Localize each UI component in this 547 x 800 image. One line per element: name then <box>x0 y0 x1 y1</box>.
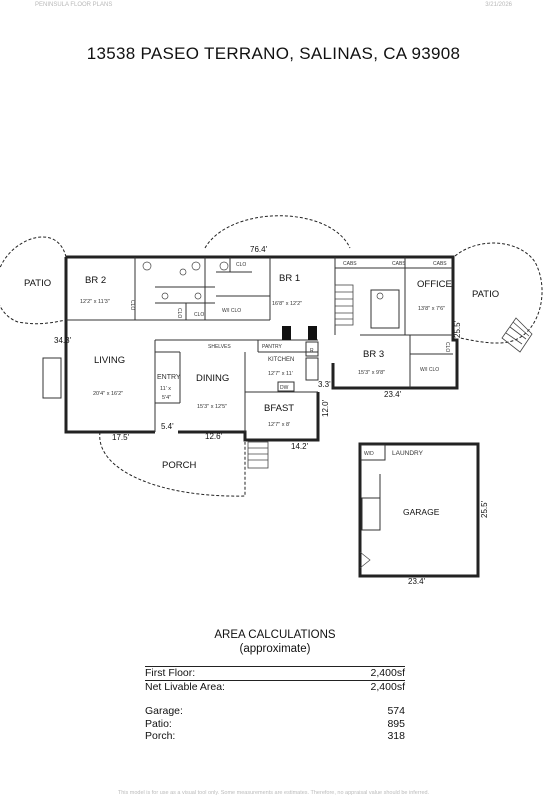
area-subtitle: (approximate) <box>239 643 311 655</box>
wi-clo-label-br1: W/I CLO <box>222 308 241 314</box>
dim-bfast-bottom: 14.2' <box>291 442 309 451</box>
entry-size-1: 11' x <box>160 386 171 392</box>
garage-label: GARAGE <box>403 507 440 517</box>
dim-garage-bottom: 23.4' <box>408 577 426 586</box>
date-label: 3/21/2026 <box>485 2 512 8</box>
cabs-label-3: CABS <box>433 261 447 267</box>
disclaimer-footer: This model is for use as a visual tool o… <box>117 790 430 796</box>
exterior-walls <box>64 255 480 578</box>
dim-porch-left: 17.5' <box>112 433 130 442</box>
dw-label: DW <box>280 385 289 391</box>
patio-outline <box>0 215 543 497</box>
patio-area-value: 895 <box>387 717 405 730</box>
clo-label-br3: CLO <box>444 342 450 352</box>
cabs-label-2: CABS <box>392 261 406 267</box>
net-livable-label: Net Livable Area: <box>145 680 225 693</box>
dim-top: 76.4' <box>250 245 268 254</box>
dim-porch-right: 12.6' <box>205 432 223 441</box>
brand-label: PENINSULA FLOOR PLANS <box>35 2 113 8</box>
entry-label: ENTRY <box>157 374 181 381</box>
porch-label: PORCH <box>162 460 196 471</box>
shelves-label: SHELVES <box>208 344 231 350</box>
wd-label: W/D <box>364 451 374 457</box>
area-title: AREA CALCULATIONS <box>214 629 336 641</box>
office-size: 13'8" x 7'6" <box>418 306 445 312</box>
dim-br3-bottom: 23.4' <box>384 390 402 399</box>
br3-size: 15'3" x 9'8" <box>358 370 385 376</box>
office-label: OFFICE <box>417 279 452 290</box>
area-calculations: AREA CALCULATIONS (approximate) First Fl… <box>145 628 405 743</box>
br1-size: 16'8" x 12'2" <box>272 301 302 307</box>
room-labels: PATIO PATIO BR 2 12'2" x 11'3" BR 1 16'8… <box>24 273 499 517</box>
wi-clo-label-br3: W/I CLO <box>420 367 439 373</box>
bfast-size: 12'7" x 8' <box>268 422 290 428</box>
clo-label-bath: CLO <box>176 308 182 318</box>
dim-entry-width: 5.4' <box>161 422 174 431</box>
patio-area-label: Patio: <box>145 717 172 730</box>
feature-labels: CLO CLO W/I CLO W/I CLO CABS CABS CABS S… <box>129 261 450 457</box>
dining-size: 15'3" x 12'5" <box>197 404 227 410</box>
first-floor-value: 2,400sf <box>370 667 405 679</box>
patio-left-label: PATIO <box>24 278 51 289</box>
br1-label: BR 1 <box>279 273 300 284</box>
patio-row: Patio: 895 <box>145 718 405 731</box>
stairs <box>247 284 533 469</box>
dining-label: DINING <box>196 373 229 384</box>
clo-label-br2: CLO <box>129 300 135 310</box>
porch-area-label: Porch: <box>145 730 176 742</box>
property-address: 13538 PASEO TERRANO, SALINAS, CA 93908 <box>86 44 461 63</box>
laundry-label: LAUNDRY <box>392 450 424 457</box>
kitchen-label: KITCHEN <box>268 357 294 363</box>
porch-area-value: 318 <box>387 730 405 742</box>
dim-garage-side: 25.5' <box>480 500 489 518</box>
garage-row: Garage: 574 <box>145 705 405 718</box>
first-floor-row: First Floor: 2,400sf <box>145 666 405 680</box>
br2-size: 12'2" x 11'3" <box>80 299 110 305</box>
dim-bfast-side: 12.0' <box>321 399 330 417</box>
dimension-labels: 76.4' 34.3' 25.5' 23.4' 3.3' 12.0' 14.2'… <box>54 245 489 586</box>
interior-walls <box>42 257 453 531</box>
living-label: LIVING <box>94 355 125 366</box>
living-size: 20'4" x 16'2" <box>93 391 123 397</box>
first-floor-label: First Floor: <box>145 667 196 679</box>
pantry-label: PANTRY <box>262 344 282 350</box>
kitchen-size: 12'7" x 11' <box>268 371 293 377</box>
patio-right-label: PATIO <box>472 289 499 300</box>
chimney-blocks <box>282 326 317 340</box>
clo-label-hall: CLO <box>194 312 204 318</box>
clo-label-br1: CLO <box>236 262 246 268</box>
fixtures <box>142 261 384 569</box>
dim-office-side: 25.5' <box>453 320 462 338</box>
bfast-label: BFAST <box>264 403 294 414</box>
porch-row: Porch: 318 <box>145 730 405 743</box>
garage-area-label: Garage: <box>145 705 183 717</box>
entry-size-2: 5'4" <box>162 395 171 401</box>
dim-bfast-small: 3.3' <box>318 380 331 389</box>
cabs-label-1: CABS <box>343 261 357 267</box>
net-livable-value: 2,400sf <box>370 680 405 693</box>
br3-label: BR 3 <box>363 349 384 360</box>
fridge-label: R <box>310 348 314 354</box>
dim-left: 34.3' <box>54 336 72 345</box>
garage-area-value: 574 <box>387 705 405 717</box>
net-livable-row: Net Livable Area: 2,400sf <box>145 679 405 694</box>
br2-label: BR 2 <box>85 275 106 286</box>
